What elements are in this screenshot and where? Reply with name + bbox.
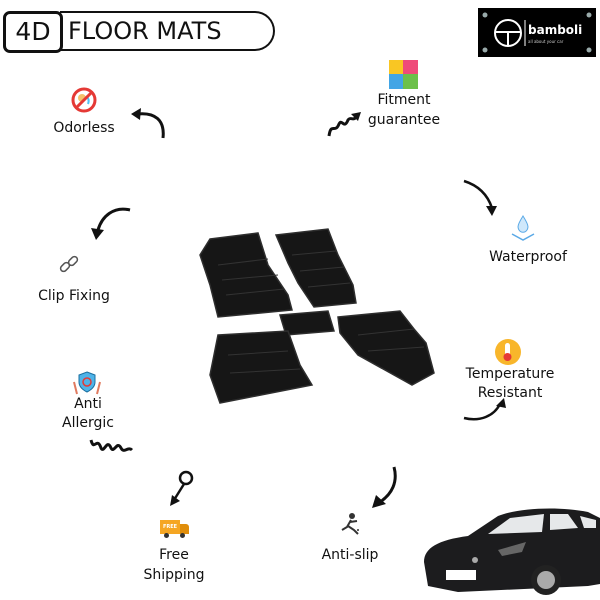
feature-shipping-line1: Free <box>159 547 189 563</box>
brand-name: bamboli <box>528 23 583 37</box>
4d-badge: 4D <box>3 11 63 53</box>
feature-fitment-line2: guarantee <box>367 112 441 128</box>
front-left-mat <box>199 232 293 318</box>
feature-odorless: Odorless <box>53 120 115 136</box>
free-shipping-truck-icon: FREE <box>160 520 190 540</box>
arrow-icon <box>463 179 497 216</box>
chain-link-icon <box>59 255 79 273</box>
feature-antislip: Anti-slip <box>321 547 379 563</box>
page-title: FLOOR MATS <box>60 11 275 51</box>
no-odor-icon <box>71 87 97 113</box>
arrow-icon <box>131 108 165 139</box>
arrow-icon <box>91 207 131 240</box>
rear-middle-mat <box>279 310 335 336</box>
feature-allergic-line2: Allergic <box>62 415 114 431</box>
squiggle-icon <box>89 439 134 452</box>
rear-left-mat <box>209 330 314 404</box>
feature-shipping-line2: Shipping <box>143 567 205 583</box>
feature-temperature-line1: Temperature <box>465 366 555 382</box>
feature-fitment-line1: Fitment <box>377 92 431 108</box>
steering-wheel-icon <box>482 12 592 53</box>
front-right-mat <box>274 228 357 308</box>
arrow-icon <box>170 470 194 506</box>
rear-right-mat <box>337 310 435 386</box>
feature-allergic-line1: Anti <box>74 396 102 412</box>
puzzle-icon <box>389 60 418 89</box>
thermometer-icon <box>495 339 521 365</box>
brand-logo: bamboli all about your car <box>478 8 596 57</box>
arrow-icon <box>372 466 397 508</box>
car-image <box>424 508 600 595</box>
allergy-hands-icon <box>73 371 101 395</box>
feature-temperature-line2: Resistant <box>477 385 543 401</box>
squiggle-arrow-icon <box>327 112 361 137</box>
feature-clip-fixing: Clip Fixing <box>38 288 110 304</box>
slipping-person-icon <box>341 513 359 535</box>
truck-label: FREE <box>160 520 180 534</box>
arrow-icon <box>463 398 506 421</box>
brand-tagline: all about your car <box>528 39 564 44</box>
floor-mats-image <box>199 228 435 404</box>
water-drop-icon <box>511 215 535 241</box>
feature-waterproof: Waterproof <box>489 249 567 265</box>
